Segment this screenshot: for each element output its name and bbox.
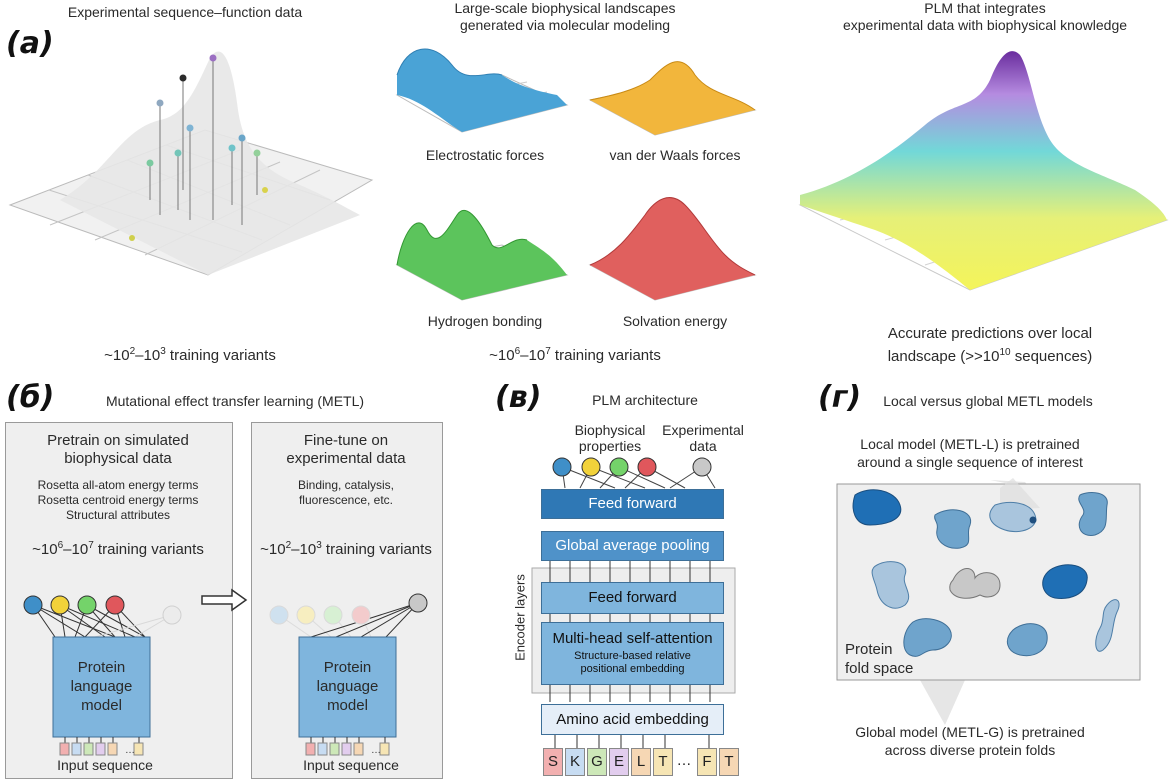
panel-d-letter: (г) (818, 380, 862, 415)
encoder-layers-label: Encoder layers (512, 574, 528, 661)
svg-text:…: … (371, 745, 381, 756)
landscape-label-electrostatic: Electrostatic forces (425, 147, 545, 163)
global-average-pooling-block: Global average pooling (541, 531, 724, 561)
solvation-landscape (588, 197, 757, 301)
pretrain-model-label: Protein language model (70, 659, 133, 714)
plm-predictions-caption: Accurate predictions over local landscap… (887, 325, 1093, 365)
local-global-title: Local versus global METL models (883, 393, 1093, 409)
plm-architecture-title: PLM architecture (592, 392, 698, 408)
token-l: L (631, 748, 651, 776)
token-s: S (543, 748, 563, 776)
token-g: G (587, 748, 607, 776)
finetune-desc: Binding, catalysis, fluorescence, etc. (297, 478, 395, 507)
svg-text:…: … (125, 745, 135, 756)
local-model-caption: Local model (METL-L) is pretrained aroun… (857, 436, 1083, 470)
finetune-network: … (269, 593, 428, 756)
finetune-title: Fine-tune on experimental data (286, 432, 406, 467)
pretrain-title: Pretrain on simulated biophysical data (47, 432, 189, 467)
amino-acid-embedding-block: Amino acid embedding (541, 704, 724, 735)
protein-fold-space-label: Protein fold space (845, 641, 914, 677)
feed-forward-inner-block: Feed forward (541, 582, 724, 614)
experimental-data-title: Experimental sequence–function data (67, 4, 303, 20)
metl-title: Mutational effect transfer learning (MET… (105, 393, 365, 409)
multi-head-attention-label: Multi-head self-attention (552, 630, 713, 647)
finetune-variants: ~102–103 training variants (260, 540, 432, 558)
token-t-last: T (719, 748, 739, 776)
experimental-data-label: Experimental data (662, 422, 744, 454)
electrostatic-landscape (395, 48, 569, 133)
multi-head-attention-block: Multi-head self-attention Structure-base… (541, 622, 724, 685)
vdw-landscape (588, 61, 757, 136)
panel-a-letter: (a) (6, 26, 54, 61)
landscape-label-hbond: Hydrogen bonding (427, 313, 543, 329)
token-ellipsis: … (676, 752, 692, 769)
token-e: E (609, 748, 629, 776)
pretrain-network: … (23, 595, 182, 756)
transfer-arrow-icon (201, 588, 248, 612)
token-k: K (565, 748, 585, 776)
biophysical-landscapes-title: Large-scale biophysical landscapes gener… (454, 0, 676, 33)
token-t: T (653, 748, 673, 776)
feed-forward-top-block: Feed forward (541, 489, 724, 519)
experimental-variants-caption: ~102–103 training variants (104, 346, 276, 364)
positional-embedding-label: Structure-based relative positional embe… (574, 650, 691, 675)
plm-integrates-title: PLM that integrates experimental data wi… (842, 0, 1128, 33)
token-row: S K G E L T … F T (543, 748, 739, 776)
global-model-caption: Global model (METL-G) is pretrained acro… (855, 724, 1085, 758)
experimental-landscape (8, 51, 374, 276)
variant-data-points (129, 54, 268, 241)
integrated-landscape (798, 51, 1169, 291)
pretrain-variants: ~106–107 training variants (32, 540, 204, 558)
panel-b-letter: (б) (6, 380, 55, 415)
biophysical-properties-label: Biophysical properties (574, 422, 646, 454)
finetune-input-label: Input sequence (303, 757, 399, 773)
pretrain-items: Rosetta all-atom energy terms Rosetta ce… (37, 478, 199, 522)
biophysical-variants-caption: ~106–107 training variants (489, 346, 661, 364)
finetune-model-label: Protein language model (316, 659, 379, 714)
pretrain-input-label: Input sequence (57, 757, 153, 773)
token-f: F (697, 748, 717, 776)
fold-space-diagram (836, 478, 1141, 725)
landscape-label-vdw: van der Waals forces (609, 147, 741, 163)
hydrogen-bonding-landscape (395, 209, 569, 301)
panel-c-letter: (в) (495, 380, 542, 415)
landscape-label-solvation: Solvation energy (622, 313, 728, 329)
